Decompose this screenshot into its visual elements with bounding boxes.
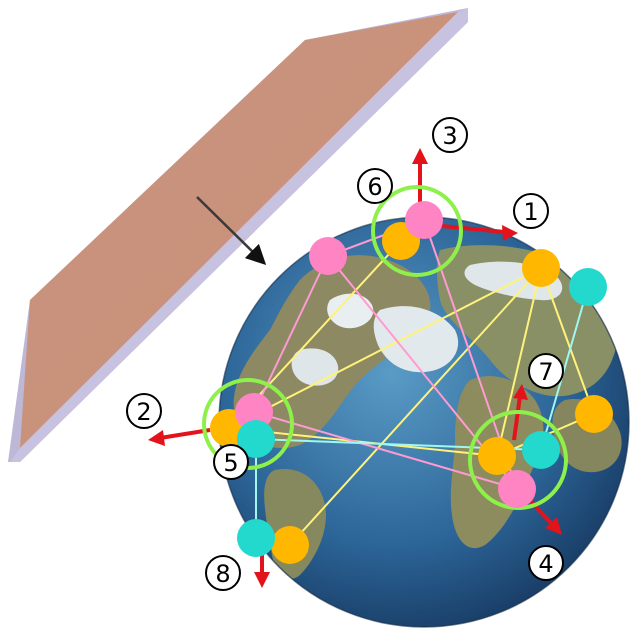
yellow-point <box>478 437 516 475</box>
arrow-2 <box>148 428 211 446</box>
cluster-ring <box>371 185 463 277</box>
cyan-point <box>569 268 607 306</box>
cyan-point <box>237 519 275 557</box>
pink-points <box>235 201 536 508</box>
marker-6: 6 <box>357 168 393 204</box>
marker-2-text: 2 <box>136 398 151 426</box>
marker-3-text: 3 <box>442 122 457 150</box>
cluster-ring <box>468 410 568 510</box>
yellow-line <box>496 267 542 457</box>
yellow-line <box>540 267 595 415</box>
marker-1: 1 <box>513 193 549 229</box>
greenland <box>373 306 459 373</box>
cluster-rings <box>202 185 568 510</box>
marker-1-text: 1 <box>523 198 538 226</box>
pink-point <box>235 393 273 431</box>
pink-point <box>405 201 443 239</box>
arrow-7 <box>512 384 528 441</box>
pink-point <box>498 470 536 508</box>
hudson-ice <box>291 348 339 386</box>
marker-4-text: 4 <box>538 550 553 578</box>
red-arrows <box>148 148 562 588</box>
marker-8: 8 <box>205 555 241 591</box>
marker-7: 7 <box>528 353 564 389</box>
marker-8-text: 8 <box>215 560 230 588</box>
cyan-point <box>237 420 275 458</box>
yellow-point <box>522 249 560 287</box>
marker-3: 3 <box>432 117 468 153</box>
marker-6-text: 6 <box>367 173 382 201</box>
yellow-line <box>228 267 542 429</box>
cyan-points <box>237 268 607 557</box>
arrow-3 <box>412 148 428 210</box>
yellow-point <box>271 526 309 564</box>
plane-normal-arrow <box>196 196 267 266</box>
yellow-point <box>575 395 613 433</box>
cluster-ring <box>202 378 294 470</box>
pink-point <box>309 237 347 275</box>
marker-7-text: 7 <box>538 358 553 386</box>
arrow-1 <box>441 224 518 241</box>
earth-globe <box>218 216 630 628</box>
marker-5-text: 5 <box>223 449 238 477</box>
arctic-islands <box>327 293 374 329</box>
yellow-line <box>289 267 542 546</box>
marker-4: 4 <box>528 545 564 581</box>
arrow-8 <box>254 552 270 588</box>
cyan-point <box>522 431 560 469</box>
marker-2: 2 <box>126 393 162 429</box>
marker-5: 5 <box>213 444 249 480</box>
projection-plane <box>8 8 468 462</box>
plane-side <box>10 8 468 462</box>
